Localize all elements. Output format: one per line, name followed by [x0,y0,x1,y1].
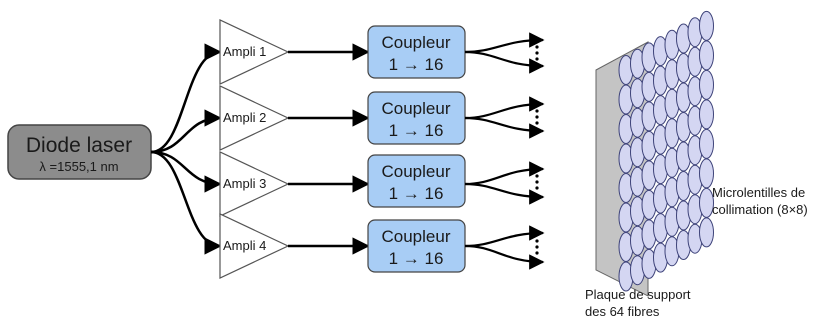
dots-2a [535,109,539,113]
amplifier-3: Ampli 3 [219,151,290,217]
coupler-2-ratio: 1 → 16 [389,121,444,140]
coupler-2: Coupleur 1 → 16 [367,91,466,145]
coupler-4-output-top [464,225,545,248]
microlenses-label-line2: collimation (8×8) [712,202,808,217]
curve-to-ampli-2 [150,109,222,154]
dots-4a [535,239,539,243]
microlens [699,10,714,41]
dots-3b [535,180,539,184]
coupler-outputs [464,32,545,270]
dots-3a [535,174,539,178]
curve-to-ampli-3 [150,150,222,193]
dots-2b [535,115,539,119]
amplifier-4: Ampli 4 [219,213,290,279]
coupler-3-ratio: 1 → 16 [389,184,444,203]
coupler-2-title: Coupleur [382,99,451,118]
coupler-1: Coupleur 1 → 16 [367,25,466,79]
amplifier-4-label: Ampli 4 [223,238,266,253]
amplifier-3-label: Ampli 3 [223,176,266,191]
curve-to-ampli-1 [150,43,222,154]
coupler-4-ratio: 1 → 16 [389,249,444,268]
amplifier-4-triangle [219,213,290,279]
dots-4b [535,245,539,249]
dots-1a [535,45,539,49]
dots-3c [535,186,539,190]
amplifier-3-triangle [219,151,290,217]
amp-to-coupler-arrows [288,43,370,255]
coupler-3-title: Coupleur [382,162,451,181]
coupler-3-output-bottom [464,182,545,205]
coupler-1-ratio: 1 → 16 [389,55,444,74]
diode-laser-box: Diode laser λ =1555,1 nm [7,124,152,180]
amplifier-1: Ampli 1 [219,19,290,85]
diode-laser-title: Diode laser [26,134,132,157]
amplifier-2-label: Ampli 2 [223,110,266,125]
coupler-3: Coupleur 1 → 16 [367,154,466,208]
coupler-2-output-bottom [464,116,545,139]
coupler-3-output-top [464,161,545,186]
amplifier-2-triangle [219,85,290,151]
coupler-4: Coupleur 1 → 16 [367,219,466,273]
curve-to-ampli-4 [150,150,222,255]
plate-label-line2: des 64 fibres [585,304,660,319]
dots-1c [535,57,539,61]
coupler-1-title: Coupleur [382,33,451,52]
amplifier-1-label: Ampli 1 [223,44,266,59]
coupler-4-output-bottom [464,244,545,270]
diode-to-amp-curves [150,43,222,255]
dots-2c [535,121,539,125]
amplifier-1-triangle [219,19,290,85]
microlens [699,99,714,130]
diode-laser-wavelength: λ =1555,1 nm [39,159,118,174]
microlens-array [618,10,714,292]
plate-label-line1: Plaque de support [585,287,691,302]
microlens [699,128,714,159]
microlens [699,158,714,189]
microlenses-label-line1: Microlentilles de [712,185,805,200]
coupler-3-box [367,154,466,208]
dots-4c [535,251,539,255]
microlens [699,40,714,71]
coupler-4-title: Coupleur [382,227,451,246]
microlens [699,69,714,100]
coupler-2-output-top [464,96,545,120]
dots-1b [535,51,539,55]
microlens [699,217,714,248]
coupler-1-output-bottom [464,50,545,74]
coupler-1-output-top [464,32,545,54]
amplifier-2: Ampli 2 [219,85,290,151]
output-ellipsis-dots [535,45,539,255]
